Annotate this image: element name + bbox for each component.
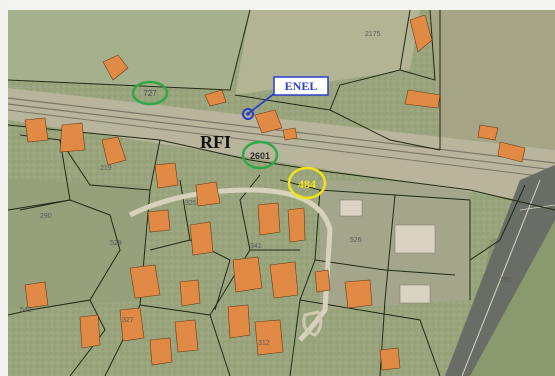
parcel-2601-circle[interactable] [241, 140, 279, 170]
local-road [128, 187, 333, 342]
roundabout [302, 310, 323, 337]
road-branch [519, 204, 555, 211]
parcel-number: 325 [185, 200, 197, 207]
parcel-number-labels: 2175 290 529 150 549 327 341 219 526 325… [20, 31, 512, 347]
field-north [235, 10, 420, 95]
parcel-484-label: 484 [298, 177, 316, 191]
rfi-label: RFI [200, 132, 231, 152]
parcel-lines [7, 9, 555, 376]
parcel-number: 219 [100, 165, 112, 172]
railway-band [8, 88, 555, 205]
road-diagonal [445, 165, 555, 376]
road-centerline [461, 179, 541, 376]
parcel-number: 150 [500, 277, 512, 284]
enel-marker-dot [246, 112, 250, 116]
field-west [8, 180, 150, 310]
parcel-727-label: 727 [143, 89, 157, 98]
parcel-number: 549 [20, 307, 32, 314]
parcel-number: 290 [40, 213, 52, 220]
field-northeast [430, 10, 555, 150]
parcel-484-circle[interactable] [287, 166, 327, 200]
parcel-number: 327 [122, 317, 134, 324]
buildings [24, 14, 526, 371]
enel-label: ENEL [285, 79, 318, 93]
enel-leader-line [248, 92, 276, 114]
enel-label-box[interactable] [273, 76, 329, 96]
parcel-number: 341 [250, 243, 262, 250]
parcel-number: 312 [258, 340, 270, 347]
parcel-number: 2175 [365, 31, 381, 38]
field-northwest [8, 10, 250, 90]
rail-line-2 [7, 103, 555, 171]
left-margin [0, 0, 8, 376]
enel-marker-icon[interactable] [242, 108, 254, 120]
white-structures [339, 199, 436, 304]
top-margin [0, 0, 555, 10]
parcel-2601-label: 2601 [250, 151, 270, 161]
rail-line-3 [7, 109, 555, 179]
rail-line-1 [7, 97, 555, 164]
parcel-727-circle[interactable] [131, 80, 169, 106]
parcel-number: 529 [110, 240, 122, 247]
parcel-number: 526 [350, 237, 362, 244]
